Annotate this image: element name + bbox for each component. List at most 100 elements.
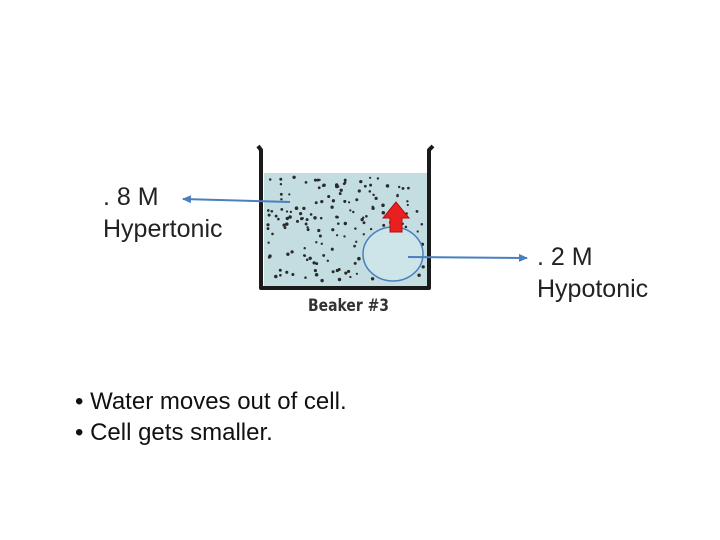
solute-particle xyxy=(309,213,313,216)
solute-particle xyxy=(313,216,317,220)
solute-particle xyxy=(352,210,355,214)
solute-particle xyxy=(363,184,367,188)
solute-particle xyxy=(280,198,283,201)
solute-particle xyxy=(288,215,292,219)
solute-particle xyxy=(407,186,410,190)
solute-particle xyxy=(282,223,286,227)
solute-particle xyxy=(285,222,289,226)
solute-particle xyxy=(349,209,352,212)
solute-particle xyxy=(331,270,335,274)
solute-particle xyxy=(336,216,339,219)
solute-particle xyxy=(357,256,361,261)
solute-particle xyxy=(335,268,339,273)
solute-particle xyxy=(330,247,334,251)
solute-particle xyxy=(294,206,299,210)
solute-particle xyxy=(401,186,405,190)
solute-particle xyxy=(362,216,365,219)
solute-particle xyxy=(327,194,331,199)
solute-particle xyxy=(318,234,322,238)
solute-particle xyxy=(296,219,299,223)
solute-particle xyxy=(382,223,386,227)
solute-particle xyxy=(289,210,293,214)
solute-particle xyxy=(315,241,318,244)
hypertonic-label: . 8 M Hypertonic xyxy=(103,183,223,243)
solute-particle xyxy=(316,178,320,182)
solute-particle xyxy=(368,190,372,193)
solute-particles xyxy=(266,175,425,283)
solute-particle xyxy=(317,228,321,233)
solute-particle xyxy=(267,241,270,244)
solute-particle xyxy=(317,186,321,190)
solute-particle xyxy=(288,193,291,196)
solute-particle xyxy=(292,175,296,179)
solute-particle xyxy=(376,177,380,180)
solute-particle xyxy=(337,222,340,225)
solute-particle xyxy=(266,209,270,212)
solute-particle xyxy=(339,188,343,192)
solute-particle xyxy=(315,262,319,266)
solute-particle xyxy=(268,254,272,258)
solute-particle xyxy=(417,273,421,277)
solute-particle xyxy=(381,211,386,215)
solute-particle xyxy=(304,222,308,226)
solute-particle xyxy=(398,185,401,189)
solute-particle xyxy=(369,227,373,231)
solute-particle xyxy=(314,201,318,205)
bullet-item: • Water moves out of cell. xyxy=(75,388,347,415)
solute-particle xyxy=(305,258,309,262)
solute-particle xyxy=(274,214,278,218)
solute-particle xyxy=(331,228,335,232)
solute-particle xyxy=(278,268,282,272)
solute-particle xyxy=(406,200,409,203)
solute-particle xyxy=(374,196,378,201)
beaker-outline xyxy=(256,144,435,290)
solute-particle xyxy=(416,230,419,233)
solute-particle xyxy=(279,273,282,277)
solute-particle xyxy=(270,209,274,213)
solute-particle xyxy=(355,198,359,202)
solute-particle xyxy=(415,209,419,213)
solute-particle xyxy=(271,232,274,236)
solute-particle xyxy=(304,276,307,279)
solute-particle xyxy=(274,274,278,279)
red-up-arrow-icon xyxy=(381,201,411,233)
solute-particle xyxy=(326,259,330,263)
bullet-list: • Water moves out of cell. • Cell gets s… xyxy=(75,386,347,448)
solute-particle xyxy=(342,182,346,186)
arrow-to-hypertonic xyxy=(182,195,291,204)
solute-particle xyxy=(368,176,372,179)
solute-particle xyxy=(320,199,324,204)
solute-particle xyxy=(319,216,323,220)
solute-particle xyxy=(353,261,357,265)
solute-particle xyxy=(313,269,317,273)
solute-particle xyxy=(371,206,375,211)
solute-particle xyxy=(268,178,272,181)
solute-particle xyxy=(302,206,306,211)
solute-particle xyxy=(266,227,270,231)
solute-particle xyxy=(320,242,323,245)
solute-particle xyxy=(280,208,284,211)
solute-particle xyxy=(266,223,270,227)
arrow-to-hypotonic xyxy=(407,253,528,262)
solute-particle xyxy=(344,271,348,275)
solute-particle xyxy=(279,192,283,196)
solute-particle xyxy=(279,182,283,186)
bullet-item: • Cell gets smaller. xyxy=(75,419,273,446)
solute-particle xyxy=(365,214,368,218)
solute-particle xyxy=(396,194,399,198)
solute-particle xyxy=(404,225,408,229)
solute-particle xyxy=(299,212,303,216)
solute-particle xyxy=(301,217,304,220)
solute-particle xyxy=(279,177,283,181)
solute-particle xyxy=(353,244,356,248)
solute-particle xyxy=(372,193,375,197)
solute-particle xyxy=(277,217,280,221)
solute-particle xyxy=(286,252,290,256)
solute-particle xyxy=(285,216,289,221)
solute-particle xyxy=(354,227,357,230)
solute-particle xyxy=(267,213,271,217)
solute-particle xyxy=(347,269,351,273)
solute-particle xyxy=(362,233,365,236)
solute-particle xyxy=(355,272,359,275)
